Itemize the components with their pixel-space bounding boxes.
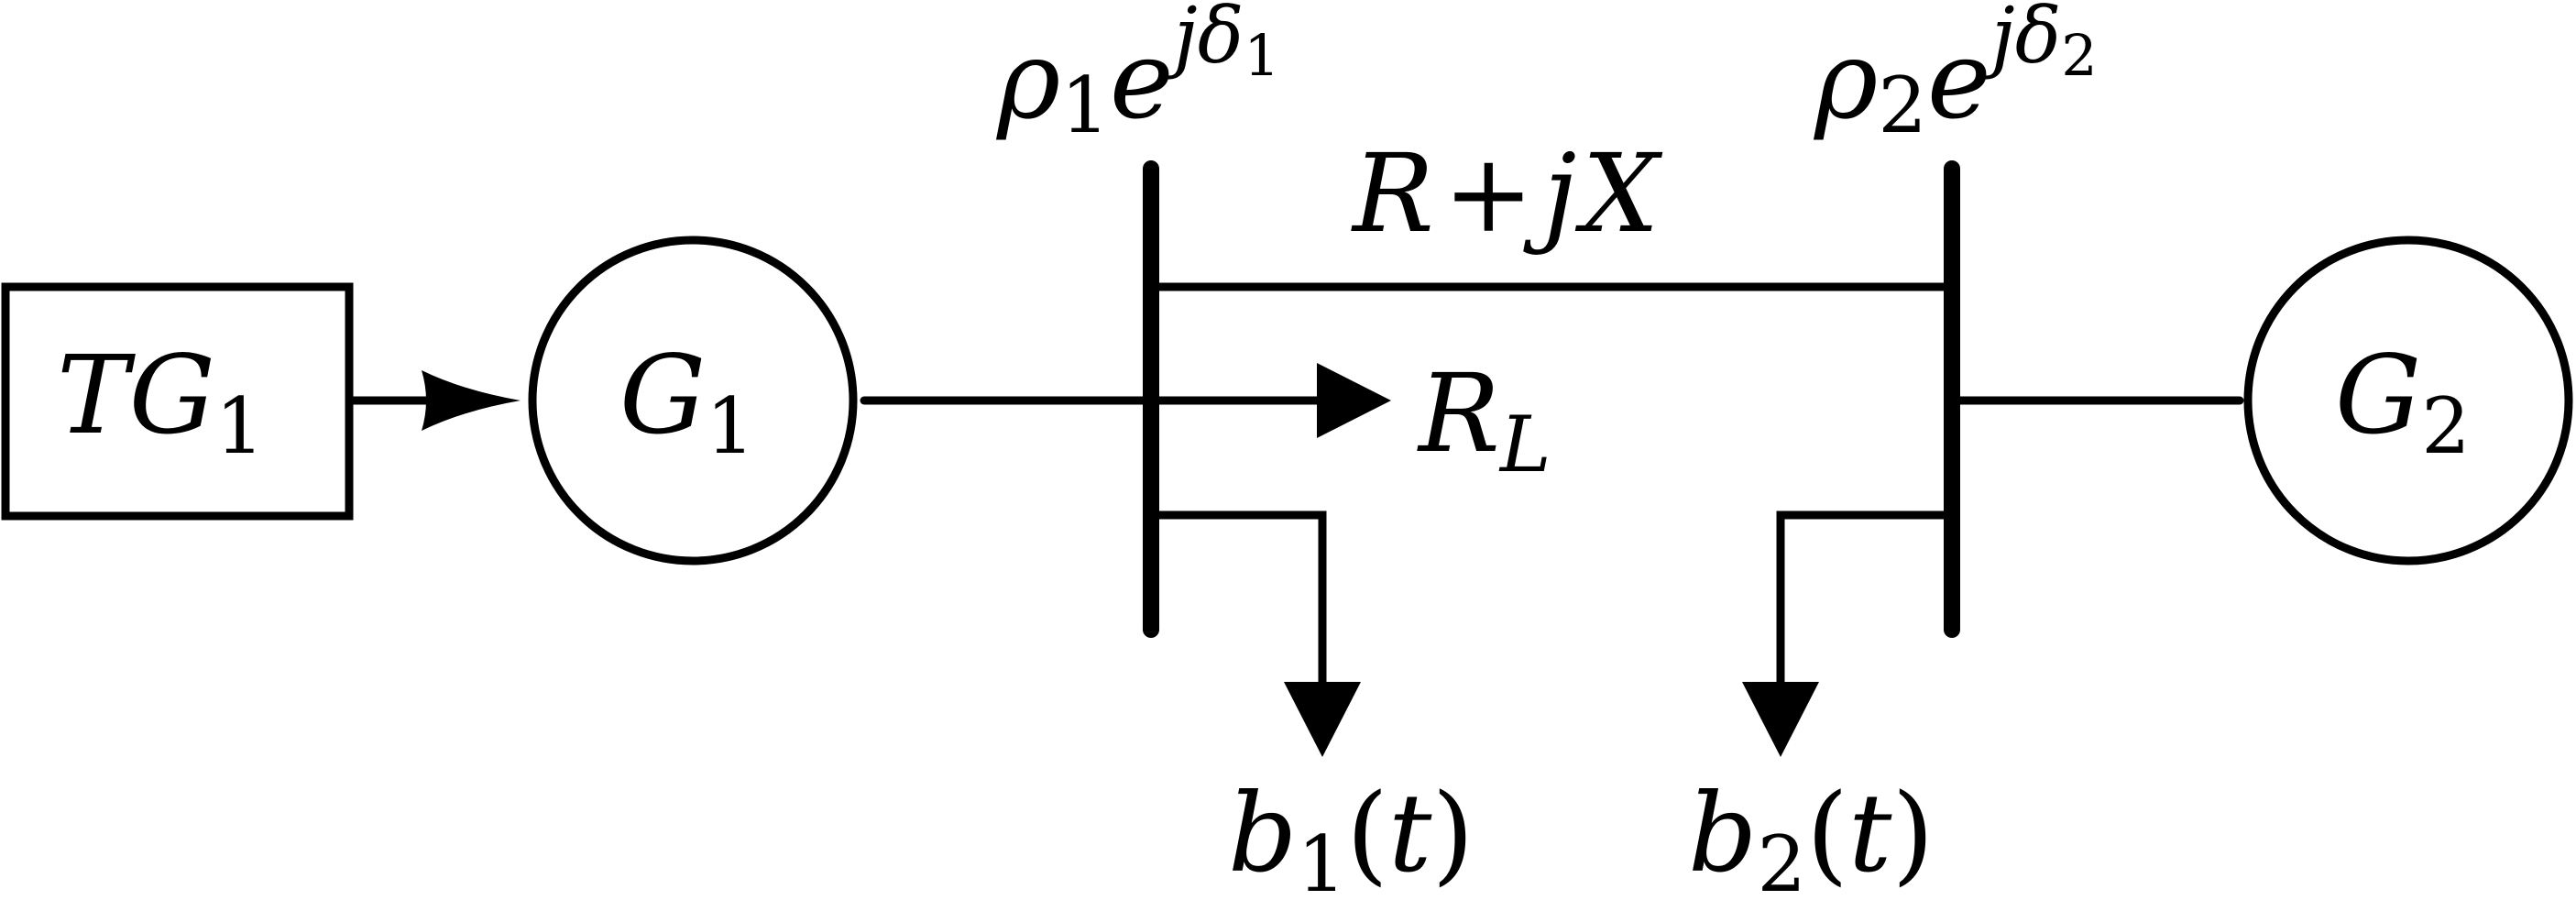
bus1-voltage-label: ρ1ejδ1 xyxy=(995,0,1280,150)
g2-label-sub: 2 xyxy=(2421,381,2470,471)
bus2-voltage-label: ρ2ejδ2 xyxy=(1813,0,2098,150)
bus2-exp-delta: δ xyxy=(2015,0,2062,81)
g2-label-main: G xyxy=(2335,332,2421,458)
impedance-r: R xyxy=(1351,130,1434,257)
tg1-to-g1-arrowhead xyxy=(422,370,521,431)
b1-label-sub: 1 xyxy=(1298,819,1346,900)
load-label-main: R xyxy=(1417,350,1500,477)
b2-label-main: b xyxy=(1688,770,1758,896)
g1-circle xyxy=(528,236,858,565)
g1-label-sub: 1 xyxy=(706,381,754,471)
b2-label-close: ) xyxy=(1891,770,1934,896)
g2-label: G2 xyxy=(2335,332,2471,471)
bus1-exp-sub: 1 xyxy=(1244,22,1279,89)
b2-label: b2(t) xyxy=(1688,770,1935,900)
impedance-plus: + xyxy=(1443,130,1534,257)
b1-label-main: b xyxy=(1228,770,1298,896)
b1-label-open: ( xyxy=(1346,770,1388,896)
b1-arrowhead xyxy=(1284,682,1361,757)
b2-line xyxy=(1776,510,1950,697)
b1-label: b1(t) xyxy=(1228,770,1474,900)
line-impedance-label: R+jX xyxy=(1351,130,1662,257)
b2-arrowhead xyxy=(1742,682,1819,757)
bus1-exp-delta: δ xyxy=(1198,0,1244,81)
b2-label-open: ( xyxy=(1806,770,1848,896)
bus1-e: e xyxy=(1110,16,1174,143)
b2-label-sub: 2 xyxy=(1758,819,1806,900)
tg1-label-sub: 1 xyxy=(215,381,264,471)
bus2-rho-sub: 2 xyxy=(1878,60,1926,150)
bus2-exp-sub: 2 xyxy=(2061,22,2097,89)
tg1-label-main: TG xyxy=(57,332,215,458)
b1-line xyxy=(1153,510,1327,697)
bus2-rho: ρ xyxy=(1813,16,1878,143)
impedance-x: X xyxy=(1574,130,1662,257)
bus2-e: e xyxy=(1927,16,1991,143)
g1-label: G1 xyxy=(619,332,755,471)
load-arrowhead xyxy=(1317,363,1391,438)
b1-label-arg: t xyxy=(1388,770,1432,896)
b1-label-close: ) xyxy=(1431,770,1474,896)
bus1-rho-sub: 1 xyxy=(1060,60,1109,150)
load-label-sub: L xyxy=(1498,400,1551,489)
load-label: RL xyxy=(1417,350,1551,489)
g1-label-main: G xyxy=(619,332,706,458)
g2-circle xyxy=(2243,236,2573,565)
b2-label-arg: t xyxy=(1848,770,1892,896)
bus1-rho: ρ xyxy=(995,16,1060,143)
tg1-label: TG1 xyxy=(57,332,264,471)
